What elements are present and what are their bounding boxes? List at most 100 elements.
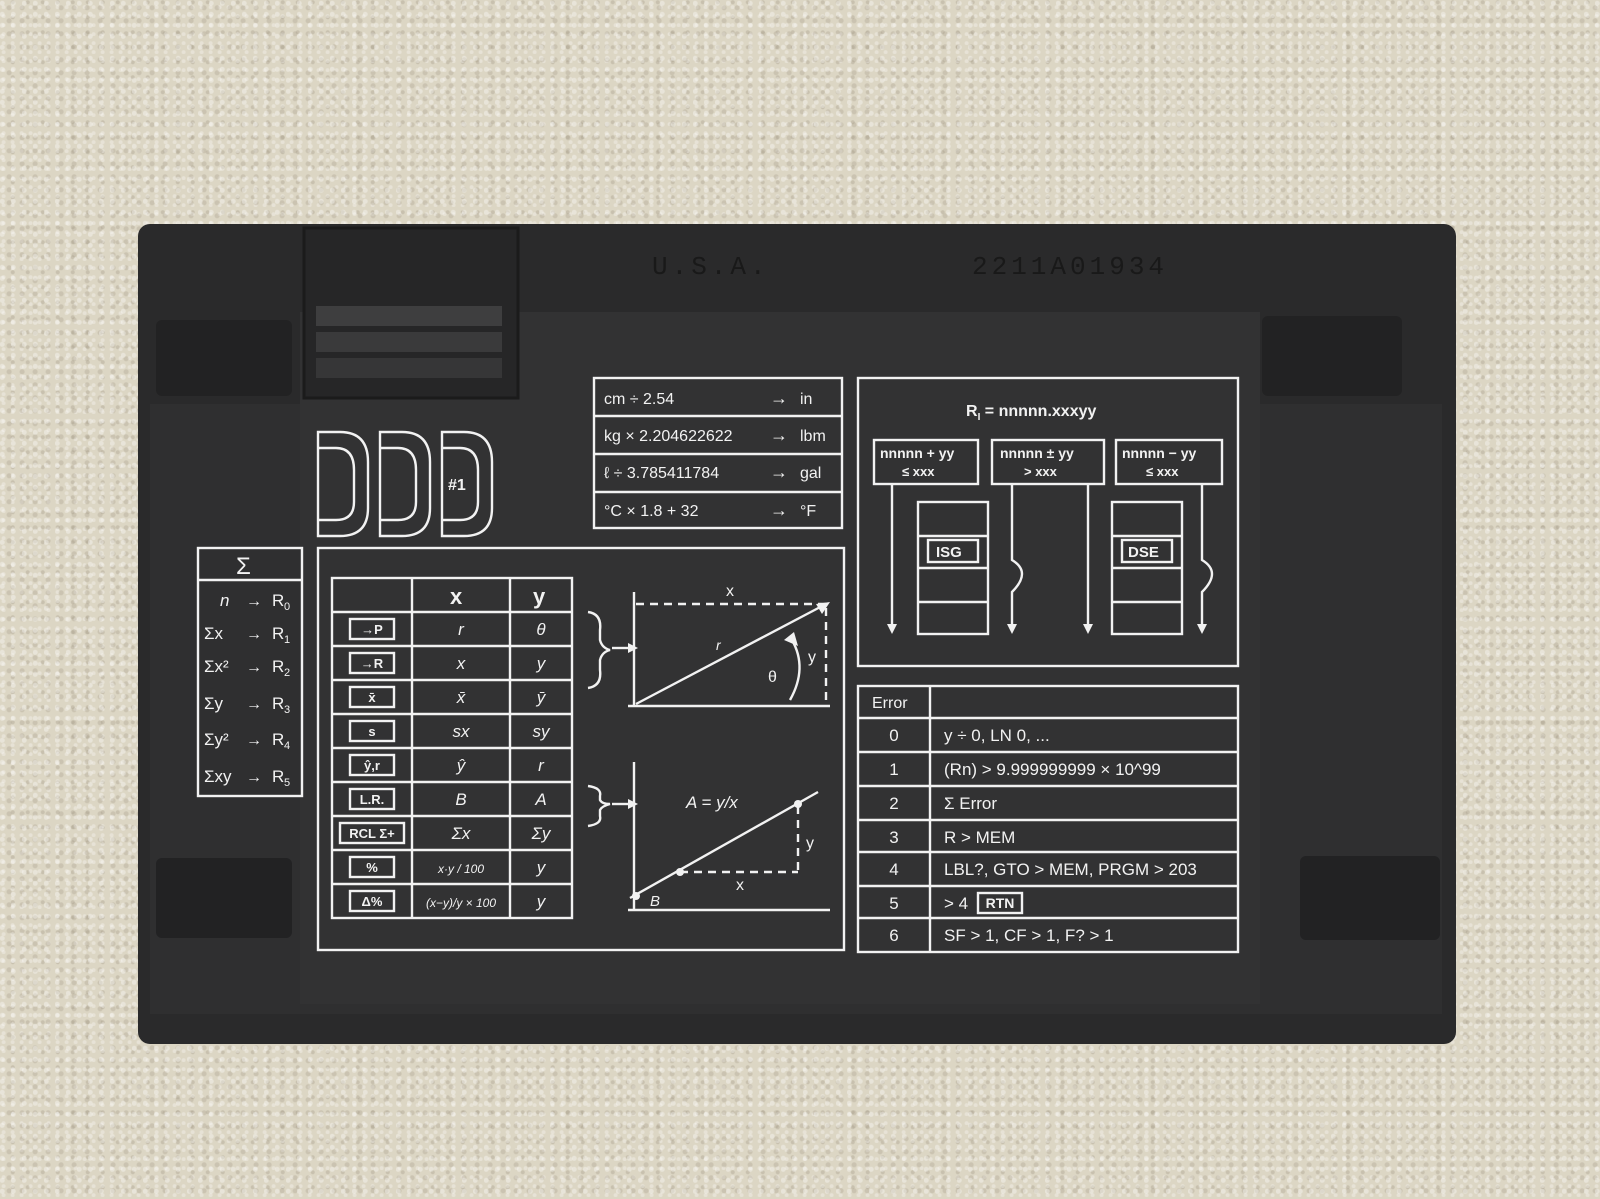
svg-text:n: n [220,591,229,610]
stat-key-box [348,753,396,777]
stat-x-value: x̄ [456,688,466,707]
stat-key-label: RCL Σ+ [349,826,395,841]
linreg-x-label: x [736,877,744,894]
statistics-panel [316,546,846,952]
svg-text:cm ÷ 2.54: cm ÷ 2.54 [604,391,674,408]
stat-x-value: r [458,620,465,639]
error-description: > 4 [944,894,968,913]
rubber-foot-bottom-left [156,858,292,938]
svg-text:→: → [246,626,262,643]
svg-text:Σxy: Σxy [204,767,232,786]
stat-key-label: x̄ [368,690,376,705]
svg-text:gal: gal [800,465,821,482]
svg-text:1: 1 [284,634,290,646]
stat-key-label: % [366,860,378,875]
stat-x-value: ŷ [456,756,467,775]
stat-x-value: x·y / 100 [437,862,484,876]
svg-text:Σx: Σx [204,624,224,643]
svg-text:→: → [246,732,262,749]
dse-key: DSE [1128,544,1159,561]
error-description: y ÷ 0, LN 0, ... [944,726,1050,745]
svg-text:→: → [770,462,788,482]
stat-x-value: (x−y)/y × 100 [426,896,496,910]
stat-key-box [348,787,396,811]
svg-text:°C × 1.8 + 32: °C × 1.8 + 32 [604,503,699,520]
svg-text:in: in [800,391,812,408]
polar-theta-label: θ [768,669,777,686]
stat-y-value: ȳ [536,688,547,707]
stamp-country: U.S.A. [652,252,770,282]
svg-text:→: → [246,659,262,676]
error-table [856,684,1240,954]
card-number: #1 [448,477,466,494]
battery-door[interactable] [302,226,520,400]
stat-key-label: ŷ,r [364,758,380,773]
svg-text:R: R [272,657,284,676]
svg-text:4: 4 [284,740,290,752]
error-description: R > MEM [944,828,1015,847]
stat-y-value: y [536,654,547,673]
svg-text:→: → [246,696,262,713]
error-description: (Rn) > 9.999999999 × 10^99 [944,760,1161,779]
svg-text:kg × 2.204622622: kg × 2.204622622 [604,428,733,445]
conversion-row: ℓ ÷ 3.785411784 → gal [604,462,821,482]
error-code: 6 [889,926,898,945]
sigma-row: Σy² → R 4 [204,730,290,752]
sigma-row: Σx² → R 2 [204,657,290,679]
label-plate [300,312,1260,1004]
stamp-serial: 2211A01934 [972,252,1168,282]
svg-text:R: R [272,730,284,749]
svg-text:nnnnn + yy: nnnnn + yy [880,445,955,461]
svg-text:°F: °F [800,503,816,520]
stat-key-box [348,855,396,879]
stat-col-x: x [450,584,463,609]
svg-text:R: R [272,624,284,643]
loop-box: nnnnn ± yy > xxx [1000,445,1074,479]
error-description: SF > 1, CF > 1, F? > 1 [944,926,1114,945]
svg-text:nnnnn ± yy: nnnnn ± yy [1000,445,1074,461]
error-row: 3 R > MEM [889,828,1015,847]
error-row: 1(Rn) > 9.999999999 × 10^99 [889,760,1161,779]
sigma-row: Σxy → R 5 [204,767,290,789]
stat-key-box [348,719,396,743]
stat-row: % x·y / 100 y [348,855,547,879]
stat-table [330,576,574,920]
polar-r-label: r [716,637,722,653]
error-row: 6 SF > 1, CF > 1, F? > 1 [889,926,1113,945]
svg-text:3: 3 [284,704,290,716]
stat-y-value: y [536,858,547,877]
rtn-key-label: RTN [986,895,1015,911]
svg-text:> xxx: > xxx [1024,464,1058,479]
error-code: 3 [889,828,898,847]
polar-x-label: x [726,583,734,600]
polar-y-label: y [808,649,816,666]
stat-key-label: Δ% [362,894,383,909]
error-code: 4 [889,860,898,879]
stat-col-y: y [533,584,546,609]
linreg-b-label: B [650,893,660,910]
sigma-row: Σy → R 3 [204,694,290,716]
svg-text:nnnnn − yy: nnnnn − yy [1122,445,1197,461]
svg-text:Σy²: Σy² [204,730,229,749]
error-description: Σ Error [944,794,997,813]
stat-y-value: θ [536,620,546,639]
isg-key: ISG [936,544,962,561]
rubber-foot-bottom-right [1300,856,1440,940]
stat-x-value: x [456,654,466,673]
svg-text:ℓ ÷ 3.785411784: ℓ ÷ 3.785411784 [604,465,719,482]
loop-title: RI = nnnnn.xxxyy [966,403,1096,423]
rubber-foot-top-left [156,320,292,396]
stat-key-label: L.R. [360,792,385,807]
conversion-row: cm ÷ 2.54 → in [604,388,812,408]
svg-text:Σy: Σy [204,694,224,713]
stat-row: x̄ x̄ ȳ [348,685,547,709]
sigma-row: Σx → R 1 [204,624,290,646]
